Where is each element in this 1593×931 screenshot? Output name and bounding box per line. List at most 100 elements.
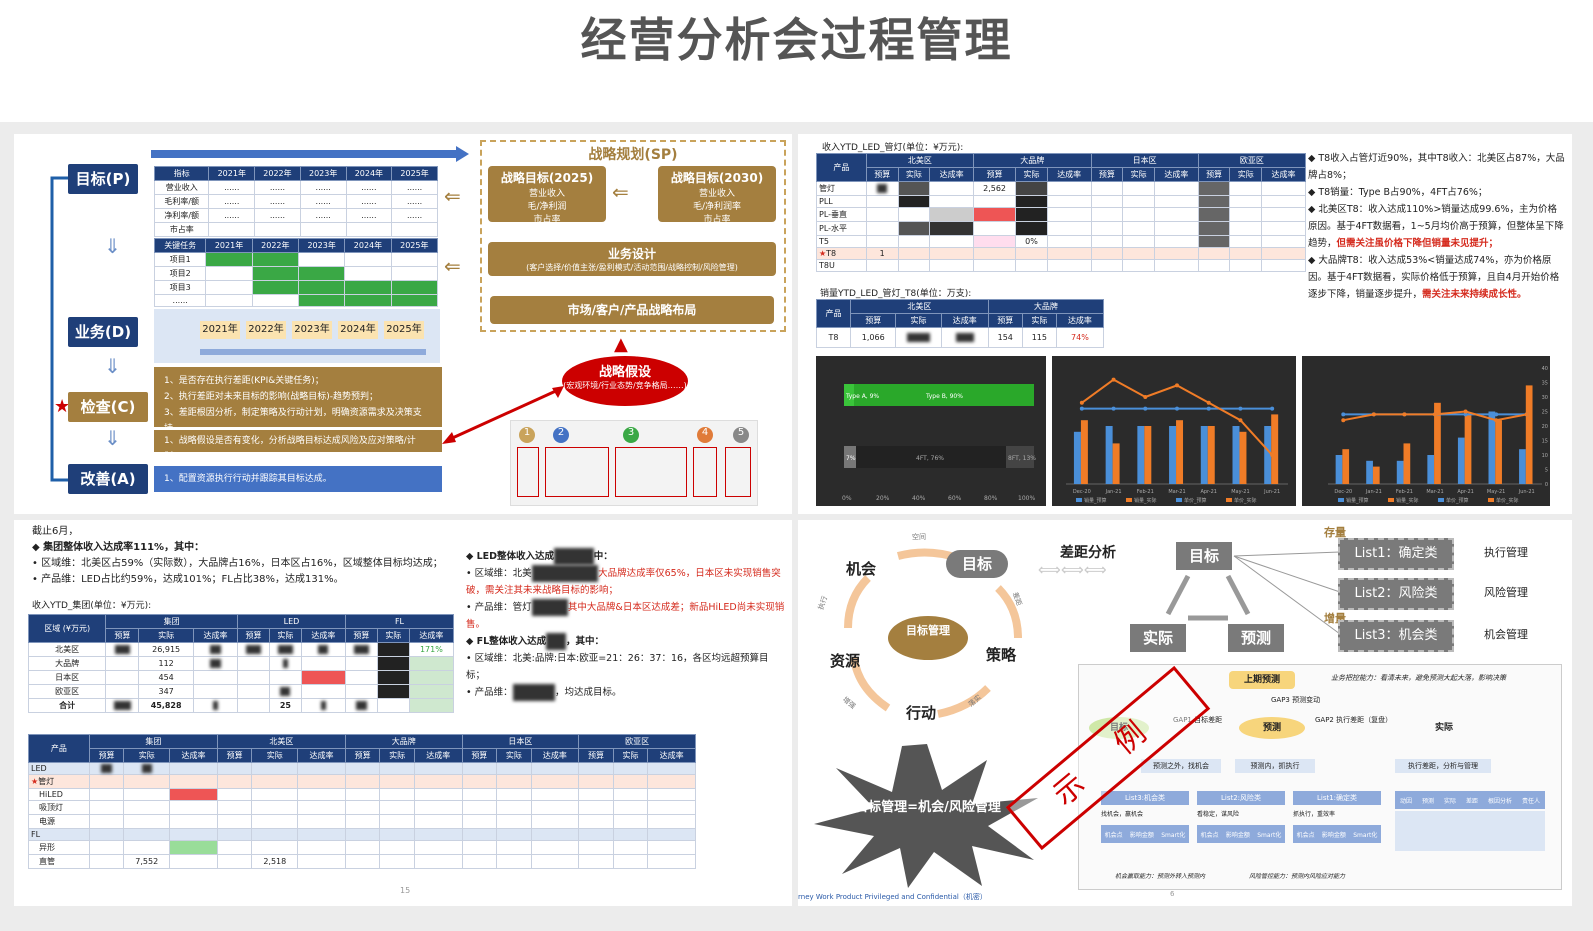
- left-arrow-icon: ⇐: [612, 180, 629, 204]
- list3-box: List3：机会类: [1338, 620, 1454, 652]
- cycle-node-target: 目标: [946, 550, 1008, 578]
- year-box: 2024年: [338, 321, 378, 339]
- x-tick: 80%: [984, 495, 998, 502]
- x-tick: 0%: [842, 495, 852, 502]
- legend-swatch: [1388, 498, 1394, 502]
- point: [1175, 406, 1179, 411]
- point: [1463, 412, 1468, 417]
- x-tick: Mar-21: [1168, 489, 1185, 495]
- legend-swatch: [1076, 498, 1082, 502]
- bar: [1335, 455, 1343, 484]
- mix-chart-svg: Type A, 9% Type B, 90% 7% 4FT, 76% 8FT, …: [842, 384, 1036, 502]
- x-tick: 20%: [876, 495, 890, 502]
- bar: [1207, 426, 1215, 484]
- table-row: PL-垂直: [816, 207, 1306, 222]
- down-arrow-icon: ⇓: [104, 426, 121, 450]
- x-tick: Dec-20: [1073, 489, 1091, 495]
- table-row: 异形: [28, 840, 696, 855]
- x-tick: Feb-21: [1396, 489, 1413, 495]
- group-revenue-table: 区域 (¥万元) 集团 LED FL 预算实际达成率 预算实际达成率 预算实际达…: [27, 614, 455, 713]
- slide-group-summary: 截止6月， ◆ 集团整体收入达成率111%，其中： • 区域维：北美区占59%（…: [14, 520, 792, 906]
- x-tick: Mar-21: [1426, 489, 1443, 495]
- y-tick: 30: [1542, 395, 1548, 401]
- year-panel: 2021年 2022年 2023年 2024年 2025年: [154, 309, 440, 363]
- x-tick: Jun-21: [1263, 489, 1280, 495]
- hypothesis-arrow: [442, 386, 564, 444]
- confidential-footer: rney Work Product Privileged and Confide…: [798, 893, 987, 901]
- table-row: LED0000: [28, 762, 696, 775]
- stock-label: 存量: [1324, 526, 1346, 539]
- legend-label: 单价_实际: [1234, 497, 1257, 504]
- point: [1341, 412, 1346, 417]
- table-row: ★管灯: [28, 774, 696, 789]
- page-number: 15: [400, 886, 411, 895]
- bar: [1427, 455, 1435, 484]
- label-2ft: 7%: [846, 455, 856, 462]
- mix-chart: Type A, 9% Type B, 90% 7% 4FT, 76% 8FT, …: [816, 356, 1046, 506]
- table-row: 合计00045,828025000: [27, 698, 455, 713]
- point: [1079, 406, 1084, 411]
- point: [1371, 412, 1376, 417]
- cycle-node-resource: 资源: [830, 652, 861, 670]
- cycle-diagram: [844, 548, 1022, 718]
- table-row: 项目3: [153, 280, 439, 295]
- bar: [1112, 443, 1120, 484]
- table-row: PL-水平: [816, 221, 1306, 236]
- point: [1175, 383, 1179, 388]
- table-row: HiLED: [28, 788, 696, 801]
- mini-flow: 1 2 3 4 5: [510, 420, 758, 506]
- cycle-node-action: 行动: [906, 704, 937, 722]
- table-row: 吸顶灯: [28, 800, 696, 815]
- y-tick: 40: [1542, 366, 1548, 372]
- down-arrow-icon: ⇓: [104, 354, 121, 378]
- analysis-bullets: ◆ T8收入占管灯近90%，其中T8收入：北美区占87%，大品牌占8%； ◆ T…: [1308, 153, 1565, 300]
- mgmt-opportunity: 机会管理: [1484, 628, 1528, 641]
- y-tick: 0: [1545, 482, 1548, 488]
- point: [1143, 406, 1148, 411]
- year-box: 2025年: [384, 321, 424, 339]
- point: [1341, 418, 1346, 423]
- bar: [1080, 420, 1088, 484]
- bar: [1495, 420, 1502, 484]
- bar: [1144, 426, 1152, 484]
- burst-shape: [814, 744, 1038, 888]
- x-tick: Feb-21: [1137, 489, 1154, 495]
- y-tick: 15: [1542, 439, 1548, 445]
- bar: [1105, 426, 1113, 484]
- table-title: 收入YTD_集团(单位：¥万元):: [32, 601, 152, 611]
- bar: [1403, 443, 1411, 484]
- improve-box: 1、配置资源执行行动并跟踪其目标达成。: [154, 466, 442, 492]
- x-tick: Dec-20: [1334, 489, 1352, 495]
- bar: [1073, 431, 1081, 484]
- table-row: 营业收入..............................: [153, 180, 438, 195]
- year-progress-arrow: [200, 349, 426, 355]
- point: [1238, 418, 1243, 423]
- y-tick: 10: [1542, 453, 1548, 459]
- kpi-col-header: 2023年: [299, 166, 347, 181]
- bar: [1239, 431, 1247, 484]
- bar-4ft: [856, 446, 1006, 468]
- slide-led-analysis: 收入YTD_LED_管灯(单位：¥万元): 产品 北美区 大品牌 日本区 欧亚区…: [798, 134, 1572, 514]
- cycle-node-strategy: 策略: [986, 646, 1017, 664]
- point: [1463, 409, 1468, 414]
- label-8ft: 8FT, 13%: [1008, 455, 1036, 462]
- bar: [1519, 449, 1526, 484]
- goal-2030: 战略目标(2030) 营业收入 毛/净利润率 市占率: [658, 166, 776, 225]
- led-fl-text: ◆ LED整体收入达成000000中： • 区域维：北美00000000000大…: [466, 548, 786, 701]
- gap-diagram: 上期预测 业务把控能力：看清未来，避免预测大起大落，影响决策 GAP3 预测变动…: [1078, 664, 1562, 890]
- bar: [1169, 426, 1177, 484]
- legend-swatch: [1488, 498, 1494, 502]
- point: [1206, 400, 1211, 405]
- check-box-2: 1、战略假设是否有变化，分析战略目标达成风险及应对策略/计划。: [154, 430, 442, 462]
- kpi-col-header: 2021年: [208, 166, 256, 181]
- legend-swatch: [1438, 498, 1444, 502]
- mgmt-exec: 执行管理: [1484, 546, 1528, 559]
- x-tick: Jan-21: [1365, 489, 1382, 495]
- label-4ft: 4FT, 76%: [916, 455, 944, 462]
- page-number: 6: [1170, 890, 1175, 898]
- label-type-a: Type A, 9%: [845, 393, 879, 400]
- bar: [1264, 426, 1272, 484]
- point: [1206, 406, 1211, 411]
